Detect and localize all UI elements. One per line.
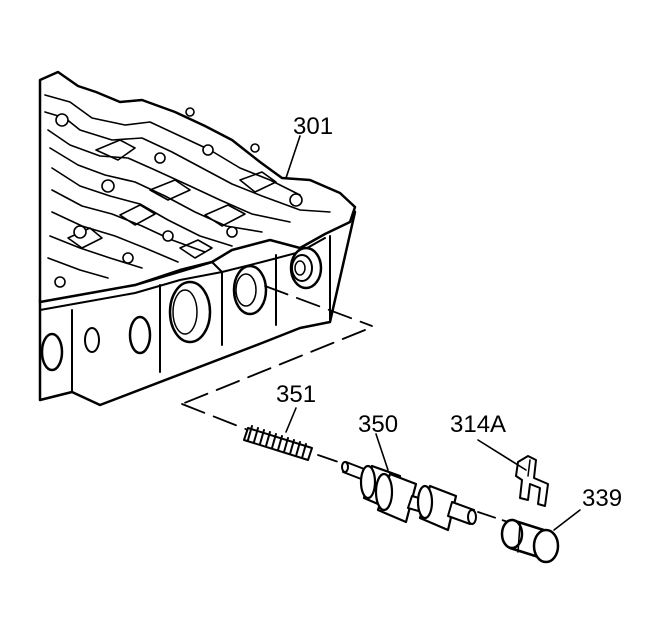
label-350: 350	[358, 411, 398, 438]
valve	[341, 461, 477, 532]
label-351: 351	[276, 381, 316, 408]
valve-body	[38, 70, 357, 407]
label-339: 339	[582, 485, 622, 512]
label-301: 301	[293, 113, 333, 140]
leader-lines	[285, 135, 581, 531]
bore-plug	[500, 518, 560, 564]
label-314a: 314A	[450, 411, 506, 438]
retainer-clip	[515, 455, 549, 507]
spring	[243, 425, 313, 461]
